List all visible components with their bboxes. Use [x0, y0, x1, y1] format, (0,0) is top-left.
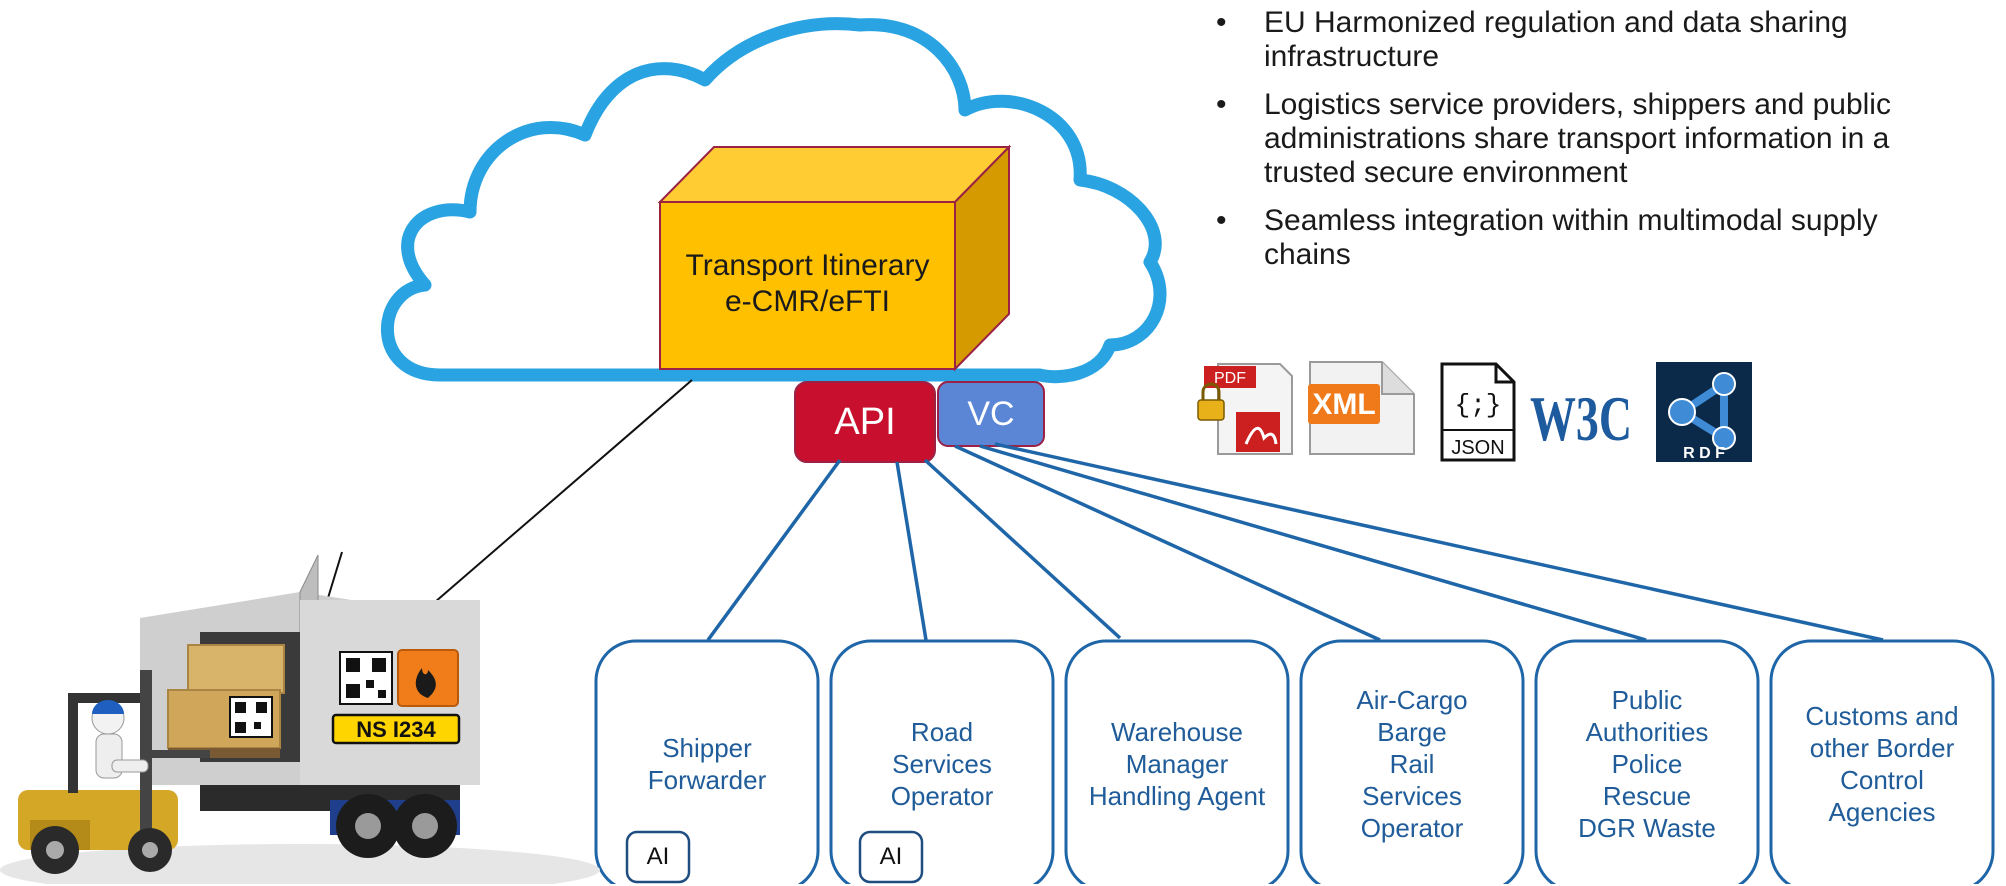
bullet-dot: •: [1216, 204, 1227, 237]
stakeholder-line: Forwarder: [647, 764, 767, 795]
ai-badge-road-services: AI: [879, 843, 903, 870]
rdf-icon-text: R D F: [1683, 445, 1725, 462]
itinerary-line-2: e-CMR/eFTI: [725, 285, 890, 318]
stakeholder-line: Rescue: [1602, 780, 1692, 811]
stakeholder-line: Public: [1611, 684, 1683, 715]
stakeholder-connectors: [706, 442, 1884, 642]
vc-chip: [937, 381, 1045, 447]
w3c-icon: W3C: [1530, 383, 1632, 454]
stakeholder-line: Manager: [1125, 748, 1229, 779]
vc-label: VC: [967, 394, 1015, 433]
stakeholder-line: Operator: [1360, 812, 1464, 843]
bullet-item: • Logistics service providers, shippers a…: [1210, 88, 1970, 190]
stakeholder-line: Services: [1362, 780, 1462, 811]
stakeholder-line: Barge: [1377, 716, 1447, 747]
bullet-dot: •: [1216, 88, 1227, 121]
stakeholder-road-services: Road Services Operator: [831, 641, 1053, 886]
api-label: API: [834, 400, 896, 443]
bullet-text: EU Harmonized regulation and data sharin…: [1264, 6, 1848, 73]
bullet-text: Logistics service providers, shippers an…: [1264, 88, 1891, 189]
stakeholder-line: Road: [910, 716, 974, 747]
stakeholder-line: Control: [1840, 764, 1924, 795]
stakeholder-line: Police: [1611, 748, 1683, 779]
stakeholder-line: Operator: [890, 780, 994, 811]
xml-icon: XML: [1308, 361, 1415, 455]
stakeholder-multimodal: Air-Cargo Barge Rail Services Operator: [1301, 641, 1523, 886]
stakeholder-public-authorities: Public Authorities Police Rescue DGR Was…: [1536, 641, 1758, 886]
license-plate-text: NS I234: [356, 717, 436, 742]
pdf-icon: PDF: [1197, 363, 1293, 455]
ai-badge-box-1: [625, 830, 691, 884]
api-chip: [794, 381, 936, 463]
stakeholder-line: Customs and: [1805, 700, 1959, 731]
ai-badge-shipper: AI: [646, 843, 670, 870]
truck-antenna: [327, 551, 343, 599]
bullet-text: Seamless integration within multimodal s…: [1264, 204, 1878, 271]
itinerary-line-1: Transport Itinerary: [685, 249, 930, 282]
json-icon-text: JSON: [1451, 437, 1504, 459]
stakeholder-warehouse: Warehouse Manager Handling Agent: [1066, 641, 1288, 886]
stakeholder-line: Warehouse: [1111, 716, 1243, 747]
xml-icon-text: XML: [1312, 388, 1375, 421]
truck-illustration: NS I234: [0, 554, 600, 884]
stakeholder-line: Agencies: [1828, 796, 1936, 827]
stakeholder-line: Rail: [1389, 748, 1435, 779]
stakeholder-line: Air-Cargo: [1356, 684, 1468, 715]
itinerary-label: Transport Itinerary e-CMR/eFTI: [660, 248, 955, 320]
bullet-item: • Seamless integration within multimodal …: [1210, 204, 1970, 272]
bullet-dot: •: [1216, 6, 1227, 39]
ai-badge-box-2: [858, 830, 924, 884]
stakeholder-boxes: [594, 639, 1995, 884]
bullet-item: • EU Harmonized regulation and data shari…: [1210, 6, 1970, 74]
w3c-icon-text: W3C: [1530, 383, 1632, 454]
json-braces-text: {;}: [1455, 390, 1502, 420]
stakeholder-line: Handling Agent: [1088, 780, 1266, 811]
pdf-icon-text: PDF: [1214, 370, 1246, 387]
bullet-list: • EU Harmonized regulation and data shari…: [1210, 6, 1970, 286]
stakeholder-line: Services: [892, 748, 992, 779]
stakeholder-line: other Border: [1809, 732, 1955, 763]
json-icon: {;} JSON: [1440, 362, 1516, 462]
stakeholder-line: DGR Waste: [1578, 812, 1716, 843]
stakeholder-shipper: Shipper Forwarder: [596, 641, 818, 886]
itinerary-box: [657, 144, 1012, 372]
stakeholder-line: Shipper: [662, 732, 752, 763]
stakeholder-customs: Customs and other Border Control Agencie…: [1771, 641, 1993, 886]
stakeholder-line: Authorities: [1585, 716, 1709, 747]
truck-connector: [419, 379, 693, 616]
rdf-icon: R D F: [1656, 362, 1752, 462]
